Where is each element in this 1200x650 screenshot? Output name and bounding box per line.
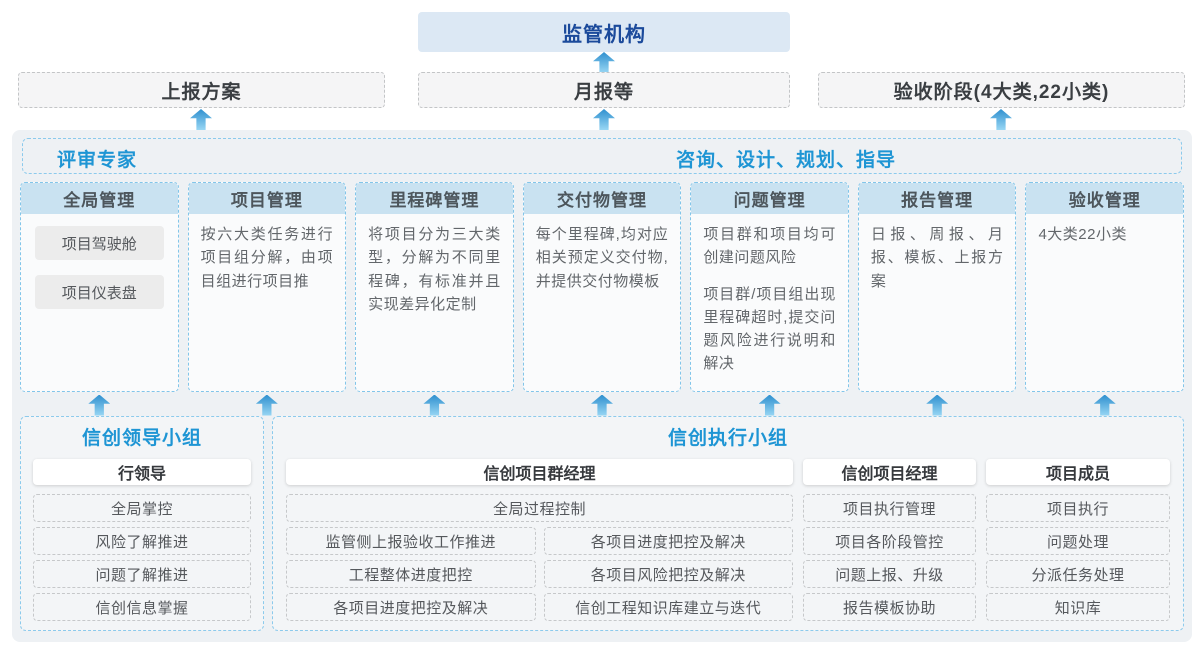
leader-team-group: 信创领导小组 行领导 全局掌控 风险了解推进 问题了解推进 信创信息掌握	[20, 416, 264, 631]
role-column-program-manager: 信创项目群经理 全局过程控制 监管侧上报验收工作推进 工程整体进度把控 各项目进…	[286, 459, 793, 621]
regulator-box: 监管机构	[418, 12, 790, 52]
duty-item: 全局过程控制	[286, 494, 793, 522]
duty-item: 风险了解推进	[33, 527, 251, 555]
role-column-project-manager: 信创项目经理 项目执行管理 项目各阶段管控 问题上报、升级 报告模板协助	[803, 459, 976, 621]
duty-item: 监管侧上报验收工作推进	[286, 527, 536, 555]
execution-team-group: 信创执行小组 信创项目群经理 全局过程控制 监管侧上报验收工作推进 工程整体进度…	[272, 416, 1184, 631]
duty-item: 各项目进度把控及解决	[543, 527, 793, 555]
arrow-up-icon	[593, 109, 615, 130]
module-project-management: 项目管理 按六大类任务进行项目组分解，由项目组进行项目推	[187, 182, 347, 392]
channel-report-plan: 上报方案	[18, 72, 385, 108]
role-project-manager: 信创项目经理	[803, 459, 976, 485]
module-title: 交付物管理	[523, 183, 681, 214]
channel-label: 验收阶段(4大类,22小类)	[893, 81, 1110, 103]
module-description: 项目群/项目组出现里程碑超时,提交问题风险进行说明和解决	[703, 285, 836, 373]
module-columns: 全局管理 项目驾驶舱 项目仪表盘 项目管理 按六大类任务进行项目组分解，由项目组…	[20, 182, 1185, 392]
module-acceptance-management: 验收管理 4大类22小类	[1025, 182, 1185, 392]
duty-item: 问题了解推进	[33, 560, 251, 588]
module-description: 4大类22小类	[1038, 226, 1127, 243]
module-title: 全局管理	[21, 183, 178, 214]
leader-team-title: 信创领导小组	[81, 428, 202, 449]
module-title: 里程碑管理	[356, 183, 513, 214]
regulator-label: 监管机构	[562, 23, 646, 46]
channel-label: 月报等	[573, 81, 634, 103]
platform-container: 评审专家 咨询、设计、规划、指导 全局管理 项目驾驶舱 项目仪表盘 项目管理 按…	[12, 130, 1192, 642]
module-report-management: 报告管理 日报、周报、月报、模板、上报方案	[857, 182, 1017, 392]
consulting-label: 咨询、设计、规划、指导	[676, 150, 897, 171]
module-description: 每个里程碑,均对应相关预定义交付物,并提供交付物模板	[535, 226, 669, 290]
module-milestone-management: 里程碑管理 将项目分为三大类型，分解为不同里程碑，有标准并且实现差异化定制	[355, 182, 514, 392]
module-title: 项目管理	[188, 183, 346, 214]
module-description: 日报、周报、月报、模板、上报方案	[870, 226, 1004, 290]
duty-item: 报告模板协助	[803, 593, 976, 621]
duty-item: 分派任务处理	[986, 560, 1170, 588]
experts-label: 评审专家	[57, 150, 138, 171]
arrow-up-icon	[591, 394, 614, 416]
tag-project-dashboard: 项目仪表盘	[35, 275, 164, 309]
duty-item: 项目执行管理	[803, 494, 976, 522]
module-description: 项目群和项目均可创建问题风险	[703, 226, 836, 267]
duty-item: 知识库	[986, 593, 1170, 621]
duty-item: 工程整体进度把控	[286, 560, 536, 588]
module-global-management: 全局管理 项目驾驶舱 项目仪表盘	[20, 182, 179, 392]
module-title: 问题管理	[691, 183, 848, 214]
module-description: 按六大类任务进行项目组分解，由项目组进行项目推	[200, 226, 334, 290]
channel-acceptance-stage: 验收阶段(4大类,22小类)	[818, 72, 1185, 108]
duty-item: 各项目风险把控及解决	[543, 560, 793, 588]
arrow-up-icon	[255, 394, 278, 416]
arrow-up-icon	[190, 109, 212, 130]
arrow-up-icon	[758, 394, 781, 416]
module-description: 将项目分为三大类型，分解为不同里程碑，有标准并且实现差异化定制	[368, 226, 501, 313]
duty-item: 问题上报、升级	[803, 560, 976, 588]
role-bank-leader: 行领导	[33, 459, 251, 485]
arrow-up-icon	[926, 394, 949, 416]
teams-row: 信创领导小组 行领导 全局掌控 风险了解推进 问题了解推进 信创信息掌握 信创执…	[20, 416, 1184, 631]
role-program-manager: 信创项目群经理	[286, 459, 793, 485]
duty-item: 项目各阶段管控	[803, 527, 976, 555]
module-title: 报告管理	[858, 183, 1016, 214]
arrow-up-icon	[593, 52, 615, 73]
module-arrows	[20, 394, 1184, 416]
duty-subcolumn-right: 各项目进度把控及解决 各项目风险把控及解决 信创工程知识库建立与迭代	[543, 527, 793, 621]
execution-team-title: 信创执行小组	[667, 428, 788, 449]
duty-item: 全局掌控	[33, 494, 251, 522]
duty-item: 项目执行	[986, 494, 1170, 522]
experts-band: 评审专家 咨询、设计、规划、指导	[22, 138, 1182, 174]
arrow-up-icon	[423, 394, 446, 416]
duty-item: 各项目进度把控及解决	[286, 593, 536, 621]
module-title: 验收管理	[1026, 183, 1184, 214]
role-project-member: 项目成员	[986, 459, 1170, 485]
arrow-up-icon	[990, 109, 1012, 130]
duty-item: 信创信息掌握	[33, 593, 251, 621]
channel-label: 上报方案	[161, 81, 242, 103]
duty-item: 信创工程知识库建立与迭代	[543, 593, 793, 621]
tag-project-cockpit: 项目驾驶舱	[35, 226, 164, 260]
role-column-project-member: 项目成员 项目执行 问题处理 分派任务处理 知识库	[986, 459, 1170, 621]
channel-monthly-report: 月报等	[418, 72, 790, 108]
duty-subcolumn-left: 监管侧上报验收工作推进 工程整体进度把控 各项目进度把控及解决	[286, 527, 536, 621]
arrow-up-icon	[88, 394, 111, 416]
duty-item: 问题处理	[986, 527, 1170, 555]
module-deliverable-management: 交付物管理 每个里程碑,均对应相关预定义交付物,并提供交付物模板	[522, 182, 682, 392]
arrow-up-icon	[1093, 394, 1116, 416]
module-issue-management: 问题管理 项目群和项目均可创建问题风险 项目群/项目组出现里程碑超时,提交问题风…	[690, 182, 849, 392]
